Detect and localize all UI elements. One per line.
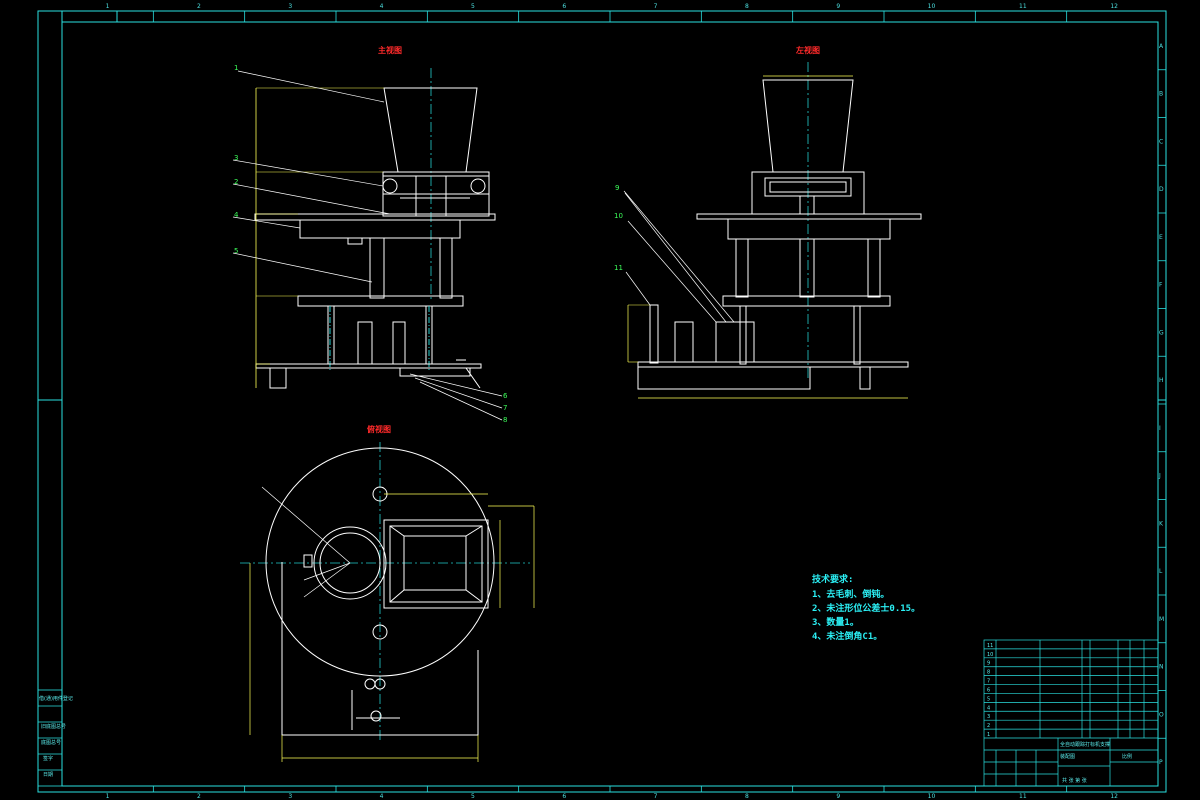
grid-row-B: B [1159, 91, 1163, 98]
grid-col-6: 6 [562, 793, 566, 800]
balloon-8: 8 [503, 416, 507, 424]
balloon-4: 4 [234, 211, 239, 219]
grid-col-3: 3 [288, 3, 292, 10]
grid-row-E: E [1159, 234, 1163, 241]
parts-row-number: 7 [987, 679, 990, 685]
grid-col-4: 4 [380, 3, 384, 10]
grid-col-7: 7 [654, 793, 658, 800]
grid-row-L: L [1159, 568, 1163, 575]
sheet-label: 共 张 第 张 [1062, 777, 1087, 784]
grid-col-12: 12 [1110, 793, 1118, 800]
front-view-title: 主视图 [378, 45, 402, 55]
title-block [983, 639, 1159, 787]
strip-label-4: 签字 [43, 755, 53, 762]
balloon-9: 9 [615, 184, 619, 192]
note-2: 2、未注形位公差士0.15。 [812, 602, 920, 614]
grid-col-1: 1 [106, 793, 110, 800]
grid-row-K: K [1159, 520, 1164, 527]
grid-col-7: 7 [654, 3, 658, 10]
top-view: 俯视图 [240, 424, 535, 762]
parts-row-number: 3 [987, 714, 990, 720]
strip-label-1: 借(通)用件登记 [39, 695, 73, 702]
grid-row-O: O [1159, 711, 1164, 718]
grid-row-C: C [1159, 138, 1163, 145]
grid-row-H: H [1159, 377, 1164, 384]
balloon-10: 10 [614, 212, 623, 220]
balloon-2: 2 [234, 178, 238, 186]
grid-row-M: M [1159, 616, 1164, 623]
grid-col-5: 5 [471, 793, 475, 800]
grid-col-6: 6 [562, 3, 566, 10]
grid-row-F: F [1159, 282, 1163, 289]
grid-col-11: 11 [1019, 3, 1027, 10]
grid-col-8: 8 [745, 3, 749, 10]
parts-row-number: 8 [987, 670, 990, 676]
balloon-5: 5 [234, 247, 238, 255]
grid-col-10: 10 [928, 793, 936, 800]
grid-col-3: 3 [288, 793, 292, 800]
grid-col-1: 1 [106, 3, 110, 10]
side-view-title: 左视图 [795, 45, 820, 55]
grid-col-4: 4 [380, 793, 384, 800]
grid-col-10: 10 [928, 3, 936, 10]
grid-col-8: 8 [745, 793, 749, 800]
parts-row-number: 11 [987, 643, 993, 649]
strip-label-3: 底图总号 [41, 739, 61, 746]
grid-row-J: J [1158, 473, 1161, 480]
grid-col-12: 12 [1110, 3, 1118, 10]
note-1: 1、去毛刺、倒钝。 [812, 588, 889, 600]
strip-label-2: 旧底图总号 [41, 723, 66, 730]
grid-row-D: D [1159, 186, 1164, 193]
grid-col-9: 9 [836, 793, 840, 800]
scale-label: 比例 [1122, 753, 1132, 760]
grid-row-N: N [1159, 664, 1164, 671]
title-sub: 装配图 [1060, 753, 1075, 760]
balloon-7: 7 [503, 404, 507, 412]
grid-row-I: I [1159, 425, 1161, 432]
grid-col-2: 2 [197, 793, 201, 800]
parts-row-number: 5 [987, 696, 990, 702]
left-strip-table [37, 689, 63, 787]
grid-col-9: 9 [836, 3, 840, 10]
parts-row-number: 10 [987, 652, 993, 658]
parts-row-number: 2 [987, 723, 990, 729]
strip-label-5: 日期 [43, 772, 53, 778]
parts-row-number: 6 [987, 687, 990, 693]
grid-col-2: 2 [197, 3, 201, 10]
parts-row-number: 1 [987, 732, 990, 738]
title-designation: 全自动跟踪打标机支撑 [1060, 741, 1110, 748]
grid-row-P: P [1159, 759, 1163, 766]
grid-row-labels: A B C D E F G H I J K L M N O P [1158, 43, 1166, 766]
grid-col-11: 11 [1019, 793, 1027, 800]
technical-notes: 技术要求: 1、去毛刺、倒钝。 2、未注形位公差士0.15。 3、数量1。 4、… [812, 573, 920, 642]
side-view: 左视图 [614, 45, 922, 399]
balloon-1: 1 [234, 64, 238, 72]
grid-row-A: A [1159, 43, 1164, 50]
front-view: 主视图 [232, 45, 508, 424]
drawing-frame [37, 10, 1167, 793]
grid-col-5: 5 [471, 3, 475, 10]
top-view-title: 俯视图 [367, 424, 391, 434]
parts-row-number: 4 [987, 705, 990, 711]
parts-row-number: 9 [987, 661, 990, 667]
balloon-6: 6 [503, 392, 508, 400]
grid-row-G: G [1159, 329, 1164, 336]
parts-list: 11 10 9 8 7 6 5 4 3 2 1 [987, 643, 993, 738]
note-4: 4、未注倒角C1。 [812, 630, 882, 642]
balloon-3: 3 [234, 154, 238, 162]
note-3: 3、数量1。 [812, 616, 859, 628]
balloon-11: 11 [614, 264, 623, 272]
notes-heading: 技术要求: [812, 573, 853, 585]
